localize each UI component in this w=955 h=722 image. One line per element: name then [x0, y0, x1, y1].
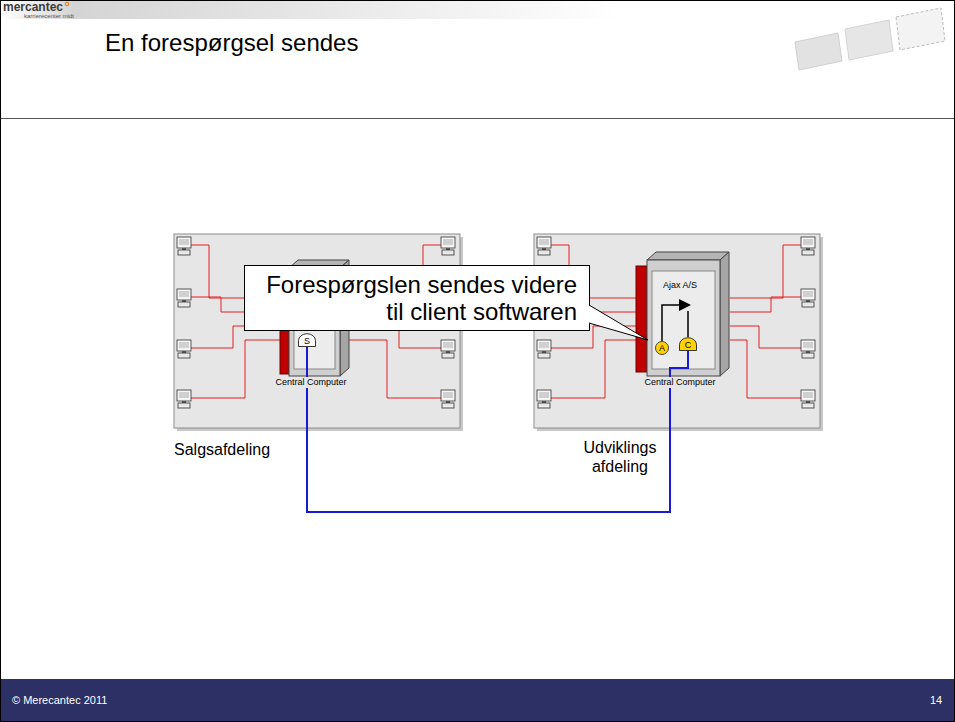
pc-monitor [801, 237, 815, 248]
pc-base [442, 403, 454, 408]
pc-base [178, 353, 190, 358]
client-socket: C [679, 337, 697, 351]
computer-label: Central Computer [273, 377, 348, 388]
network-wire [730, 326, 801, 348]
pc-monitor [537, 340, 551, 351]
pc-monitor [801, 390, 815, 401]
pc-monitor [801, 340, 815, 351]
flow-arrow-head [679, 299, 691, 311]
socket-letter: S [304, 337, 310, 346]
pc-base [802, 302, 814, 307]
panel-ground [174, 234, 460, 428]
pointer-outline [589, 305, 648, 340]
department-panel: SalgsafdelingCentral ComputerS [174, 234, 460, 428]
network-wire [348, 340, 441, 398]
pc-base [178, 302, 190, 307]
pc-base [802, 403, 814, 408]
decor-tile [845, 20, 893, 60]
pc-base [178, 403, 190, 408]
decor-tile [896, 8, 945, 50]
pc-monitor [441, 237, 455, 248]
company-label: Ajax A/S [661, 280, 699, 291]
pc-base [178, 250, 190, 255]
pc-screen [179, 392, 189, 398]
server-body [647, 260, 720, 376]
server-socket: S [298, 333, 316, 347]
pc-monitor [801, 289, 815, 300]
network-wire [191, 340, 280, 398]
slide-title: En forespørgsel sendes [105, 29, 358, 57]
pc-base [442, 353, 454, 358]
server-side [720, 252, 729, 376]
pointer-fill [589, 305, 649, 340]
pc-monitor [177, 390, 191, 401]
footer-bar [0, 679, 955, 722]
pc-screen [443, 239, 453, 245]
pc-screen [539, 392, 549, 398]
pc-screen [443, 392, 453, 398]
page-number: 14 [930, 694, 942, 707]
socket-outline [680, 338, 697, 351]
logo-text: mercantec [3, 0, 63, 14]
logo-mark [65, 2, 69, 6]
pc-screen [539, 239, 549, 245]
pc-screen [179, 239, 189, 245]
pc-monitor [177, 340, 191, 351]
pc-screen [443, 342, 453, 348]
pc-monitor [441, 390, 455, 401]
department-panel: Udviklings afdelingAjax A/SCentral Compu… [534, 234, 820, 428]
socket-letter: C [685, 341, 692, 350]
panel-ground [534, 234, 820, 428]
server-face [652, 271, 715, 369]
pc-monitor [537, 390, 551, 401]
socket-letter: A [659, 344, 665, 353]
server-strip [636, 266, 647, 372]
pc-monitor [177, 237, 191, 248]
socket-outline [299, 334, 316, 347]
department-label: Udviklings afdeling [574, 438, 666, 476]
callout-box: Forespørgslen sendes videre til client s… [244, 265, 590, 331]
pc-screen [179, 342, 189, 348]
pc-base [538, 353, 550, 358]
pc-screen [803, 342, 813, 348]
server-socket: A [655, 341, 669, 355]
flow-arrow-line [662, 305, 680, 341]
pc-monitor [441, 340, 455, 351]
pc-screen [803, 239, 813, 245]
pc-screen [803, 291, 813, 297]
pc-base [442, 250, 454, 255]
header-bar [0, 0, 620, 19]
copyright-note: © Merecantec 2011 [12, 694, 107, 707]
pc-screen [803, 392, 813, 398]
pc-base [538, 403, 550, 408]
network-wire [730, 245, 801, 298]
department-label: Salgsafdeling [174, 440, 270, 459]
network-wire [730, 340, 801, 398]
pc-monitor [537, 237, 551, 248]
flow-arrow-line [687, 311, 689, 337]
title-rule [0, 118, 955, 119]
network-link [307, 347, 688, 512]
pc-screen [179, 291, 189, 297]
server-top [647, 252, 729, 260]
computer-label: Central Computer [642, 377, 717, 388]
callout-text: Forespørgslen sendes videre til client s… [257, 271, 577, 325]
central-computer: Ajax A/S Central Computer A C [634, 258, 726, 388]
decor-tile [795, 33, 842, 70]
network-wire [730, 297, 801, 312]
pc-base [538, 250, 550, 255]
pc-monitor [177, 289, 191, 300]
socket-outline [656, 342, 669, 355]
logo-subtitle: karrierecenter midt [24, 13, 74, 20]
pc-base [802, 353, 814, 358]
network-wire [551, 340, 636, 398]
pc-screen [539, 342, 549, 348]
pc-base [802, 250, 814, 255]
